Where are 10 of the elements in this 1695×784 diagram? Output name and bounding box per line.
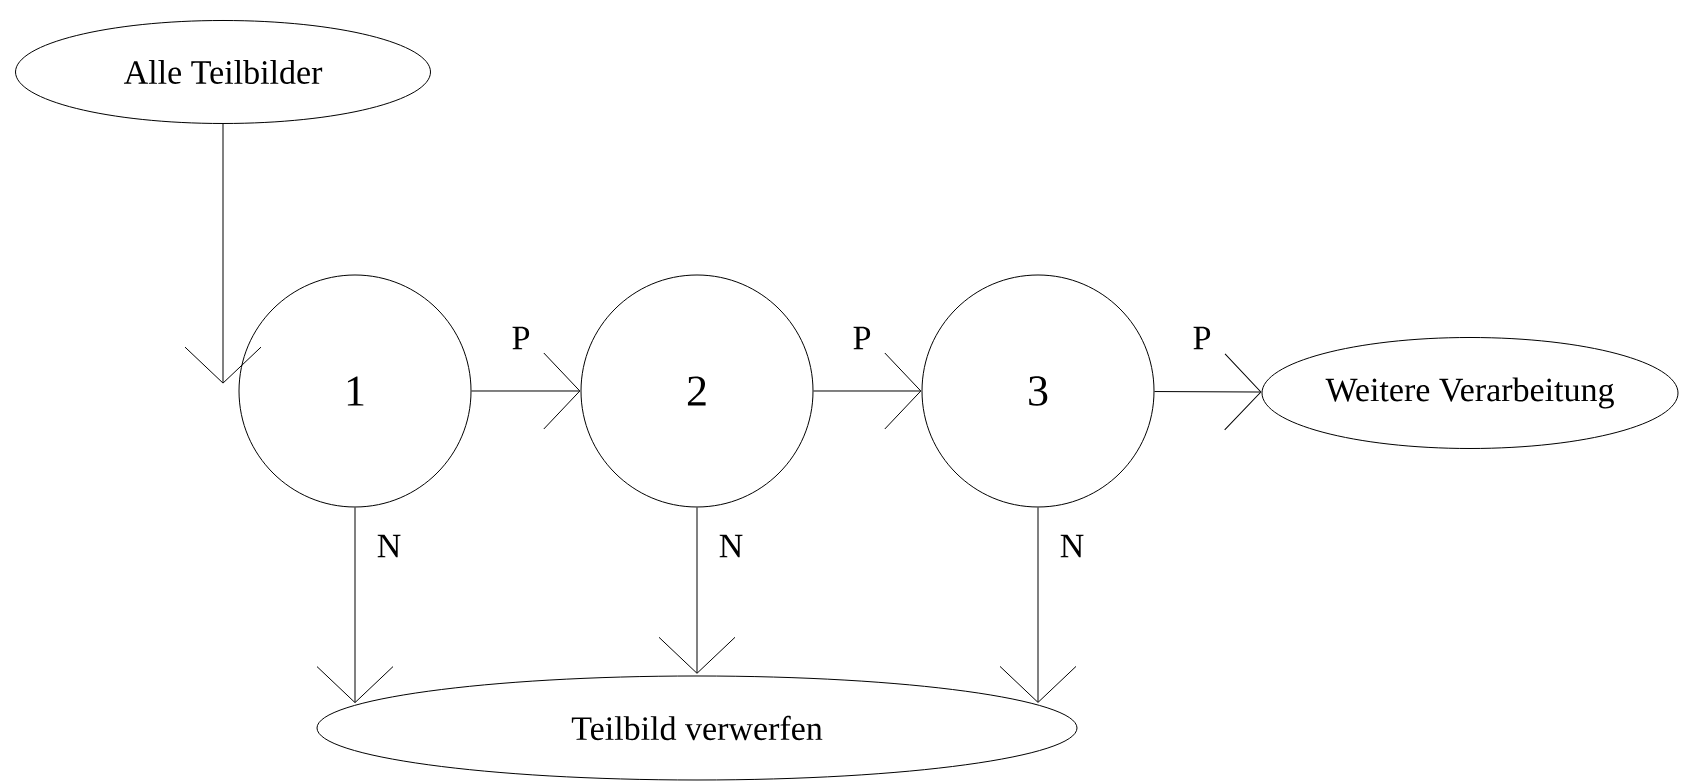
edge-label: N: [377, 534, 401, 558]
arrow: [658, 507, 736, 674]
edge-label: P: [853, 326, 871, 350]
arrow: [999, 507, 1077, 703]
edge-label: P: [512, 326, 530, 350]
arrow: [316, 507, 394, 704]
edge-label: N: [1060, 534, 1084, 558]
edge-label: P: [1193, 326, 1211, 350]
edge-label: N: [719, 534, 743, 558]
arrow: [184, 123, 262, 384]
